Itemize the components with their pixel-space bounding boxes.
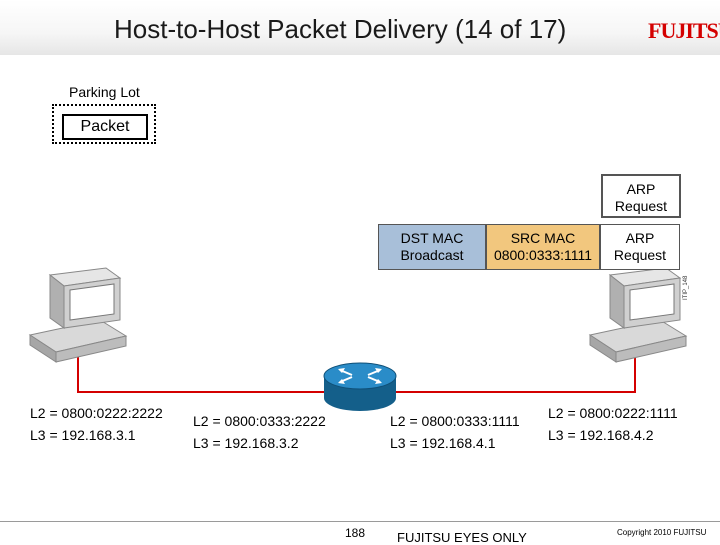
left-host-l3: L3 = 192.168.3.1 — [30, 427, 136, 443]
router-left-l2: L2 = 0800:0333:2222 — [193, 413, 326, 429]
classification-label: FUJITSU EYES ONLY — [397, 530, 527, 545]
dst-mac-label: DST MAC — [400, 230, 464, 246]
fujitsu-logo: FUJITSU — [648, 18, 720, 43]
link-left-host-router — [77, 357, 324, 393]
right-host-computer-icon — [588, 267, 688, 363]
dst-mac-value: Broadcast — [400, 247, 464, 263]
frame-src-mac: SRC MAC 0800:0333:1111 — [486, 224, 600, 270]
right-host-l2: L2 = 0800:0222:1111 — [548, 405, 678, 421]
slide-header — [0, 0, 720, 55]
slide-title: Host-to-Host Packet Delivery (14 of 17) — [114, 14, 567, 44]
left-host-l2: L2 = 0800:0222:2222 — [30, 405, 163, 421]
parking-lot-box — [52, 104, 156, 144]
frame-dst-mac: DST MAC Broadcast — [378, 224, 486, 270]
frame-arp-label: ARP — [625, 230, 655, 246]
right-host-l3: L3 = 192.168.4.2 — [548, 427, 654, 443]
src-mac-label: SRC MAC — [510, 230, 576, 246]
left-host-computer-icon — [28, 267, 128, 363]
page-number: 188 — [345, 526, 366, 540]
router-right-l3: L3 = 192.168.4.1 — [390, 435, 496, 451]
copyright-notice: Copyright 2010 FUJITSU — [617, 528, 707, 537]
src-mac-value: 0800:0333:1111 — [493, 247, 593, 263]
left-host-addresses: L2 = 0800:0222:2222 L3 = 192.168.3.1 — [30, 402, 163, 446]
arp-request-value: Request — [614, 198, 668, 214]
router-right-l2: L2 = 0800:0333:1111 — [390, 413, 520, 429]
router-icon — [323, 362, 397, 411]
parked-packet: Packet — [62, 114, 148, 140]
router-left-addresses: L2 = 0800:0333:2222 L3 = 192.168.3.2 — [193, 410, 326, 454]
router-left-l3: L3 = 192.168.3.2 — [193, 435, 299, 451]
link-router-right-host — [396, 357, 636, 393]
footer-divider — [0, 521, 720, 522]
parking-lot-label: Parking Lot — [69, 84, 140, 100]
frame-arp: ARP Request — [600, 224, 680, 270]
frame-arp-value: Request — [613, 247, 667, 263]
right-host-addresses: L2 = 0800:0222:1111 L3 = 192.168.4.2 — [548, 402, 678, 446]
figure-code: ITIP_148 — [683, 275, 689, 300]
router-right-addresses: L2 = 0800:0333:1111 L3 = 192.168.4.1 — [390, 410, 520, 454]
arp-request-label: ARP — [626, 181, 656, 197]
arp-request-box: ARP Request — [601, 174, 681, 218]
